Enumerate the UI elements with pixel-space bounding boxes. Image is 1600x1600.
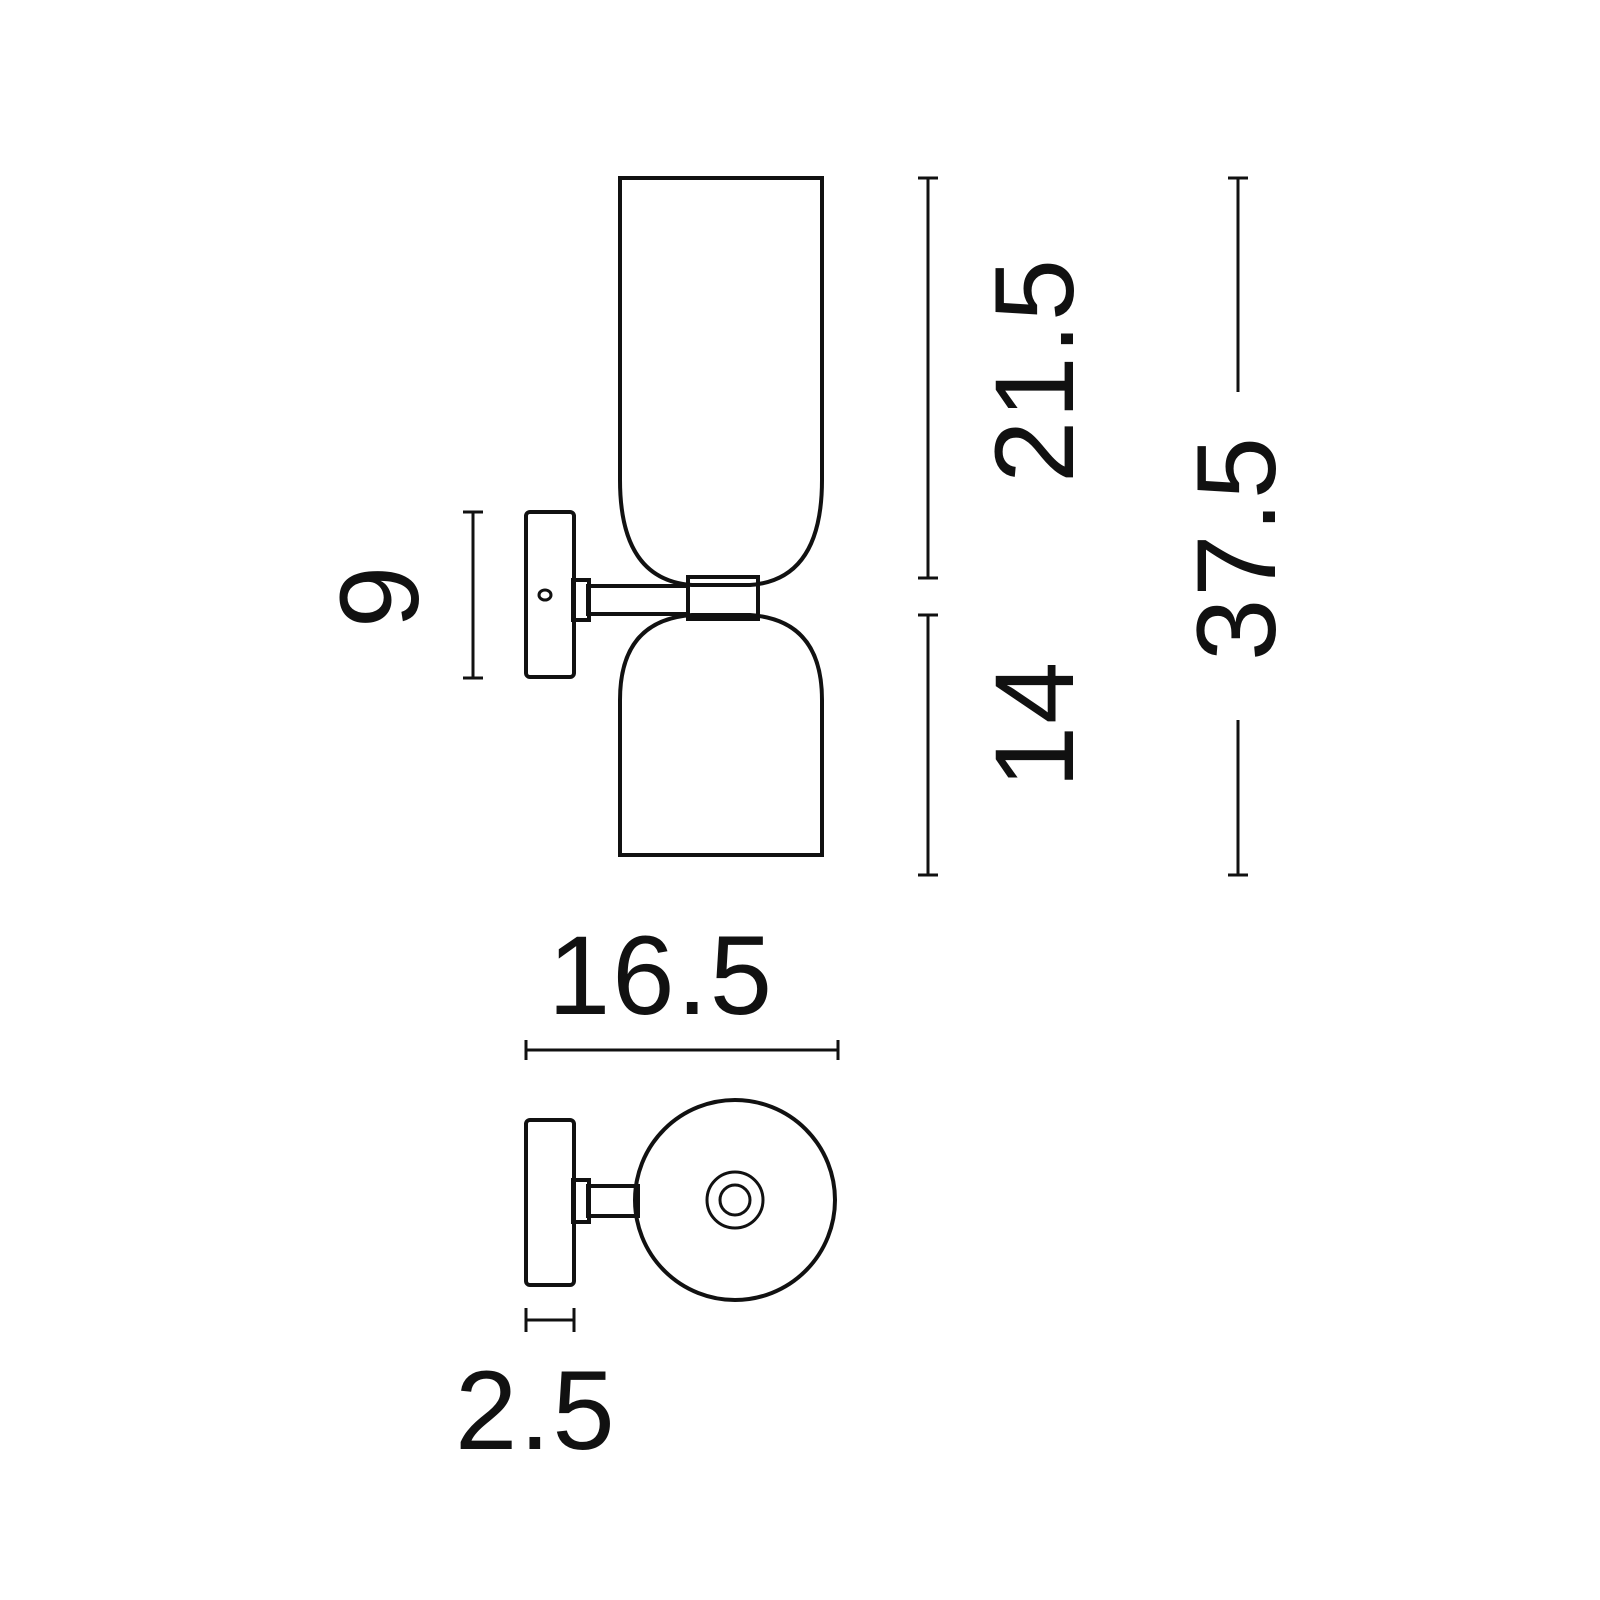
dimension-plate-thickness	[524, 1308, 576, 1332]
dimension-lower-shade	[918, 613, 938, 877]
label-lower-shade-height: 14	[972, 659, 1097, 789]
arm-top	[586, 1184, 640, 1218]
label-total-height: 37.5	[1174, 435, 1299, 661]
label-upper-shade-height: 21.5	[972, 257, 1097, 483]
dimension-total-height	[1228, 176, 1248, 877]
label-wall-plate-height: 9	[317, 563, 442, 629]
dimension-depth	[524, 1040, 840, 1060]
upper-shade	[618, 176, 824, 587]
screw-hole	[537, 588, 553, 602]
dimension-upper-shade	[918, 176, 938, 580]
label-plate-thickness: 2.5	[455, 1348, 617, 1473]
side-view	[524, 176, 824, 857]
shade-top	[633, 1098, 837, 1302]
socket-inner	[718, 1183, 752, 1217]
dimension-wall-plate	[463, 510, 483, 680]
socket-outer	[705, 1170, 765, 1230]
wall-plate	[524, 510, 576, 679]
arm	[586, 584, 690, 616]
label-depth: 16.5	[548, 913, 774, 1038]
wall-plate-top	[524, 1118, 576, 1287]
lower-shade	[618, 613, 824, 857]
top-view	[524, 1098, 837, 1302]
